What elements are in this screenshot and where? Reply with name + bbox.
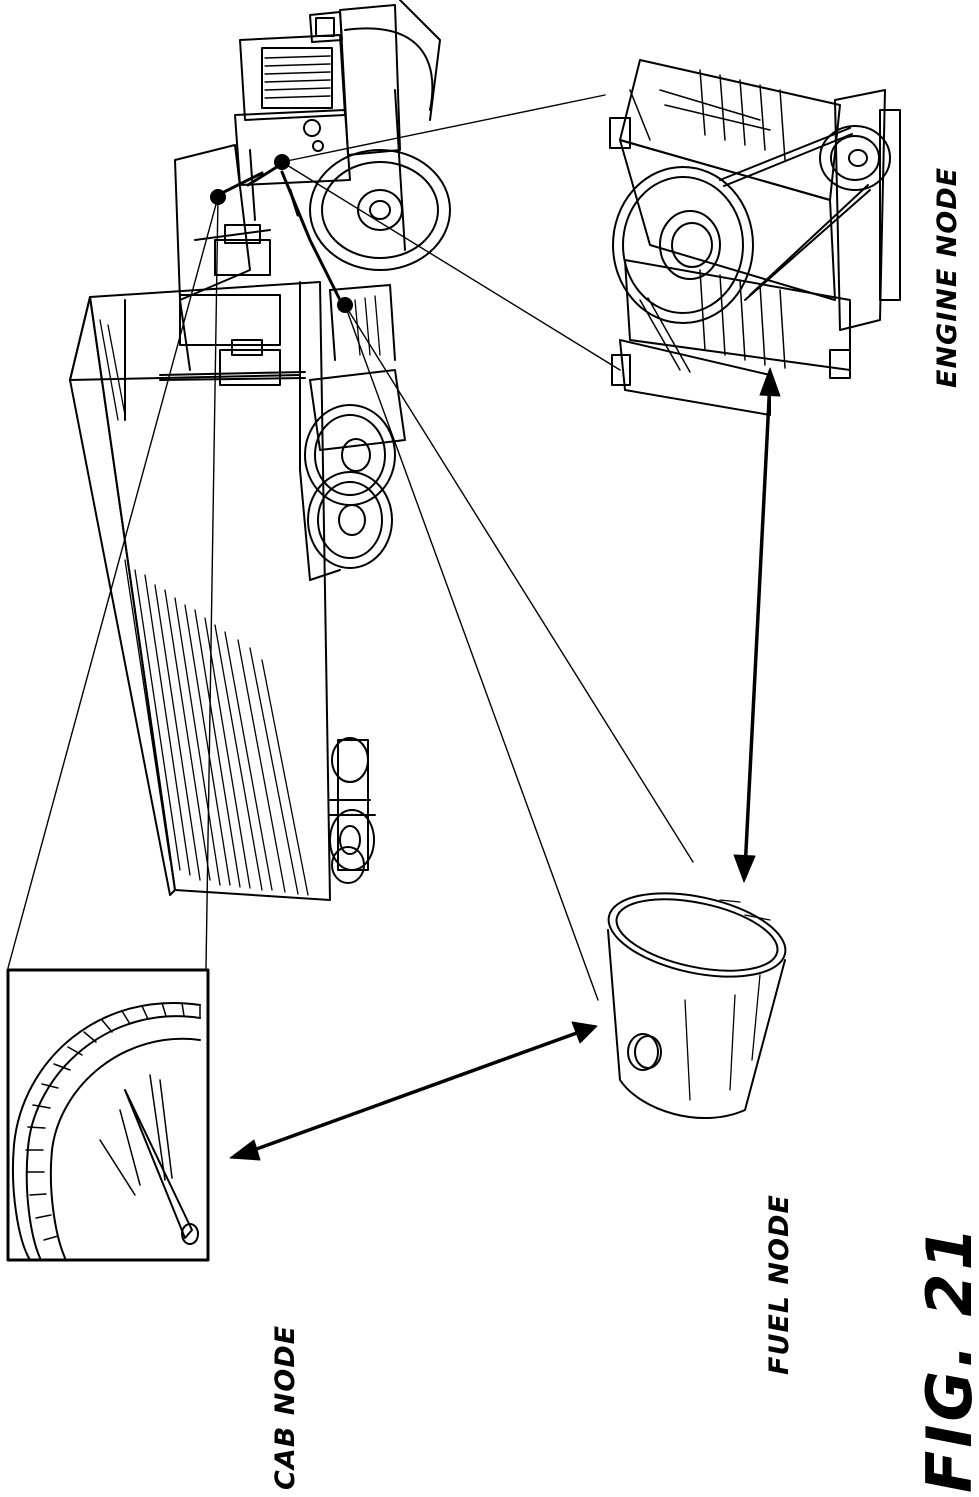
engine-node-illustration — [609, 59, 901, 416]
engine-node-label: ENGINE NODE — [932, 166, 963, 388]
fuel-node-label: FUEL NODE — [764, 1194, 795, 1375]
figure-number: FIG. 21 — [913, 1224, 979, 1493]
truck-illustration — [69, 0, 451, 901]
cab-node-gauge — [6, 968, 210, 1262]
communication-arrows — [229, 367, 781, 1161]
node-links — [220, 163, 342, 302]
cab — [174, 4, 401, 386]
engine-fuel-arrow — [743, 378, 772, 872]
fuel-node-tank — [607, 892, 787, 1119]
front-wheel — [309, 0, 451, 271]
trailer — [69, 281, 331, 901]
leader-lines — [7, 94, 694, 1001]
cab-node-label: CAB NODE — [270, 1324, 301, 1490]
trailer-wheels — [329, 737, 376, 884]
drive-wheels — [299, 284, 406, 581]
cab-fuel-arrow — [238, 1028, 587, 1157]
